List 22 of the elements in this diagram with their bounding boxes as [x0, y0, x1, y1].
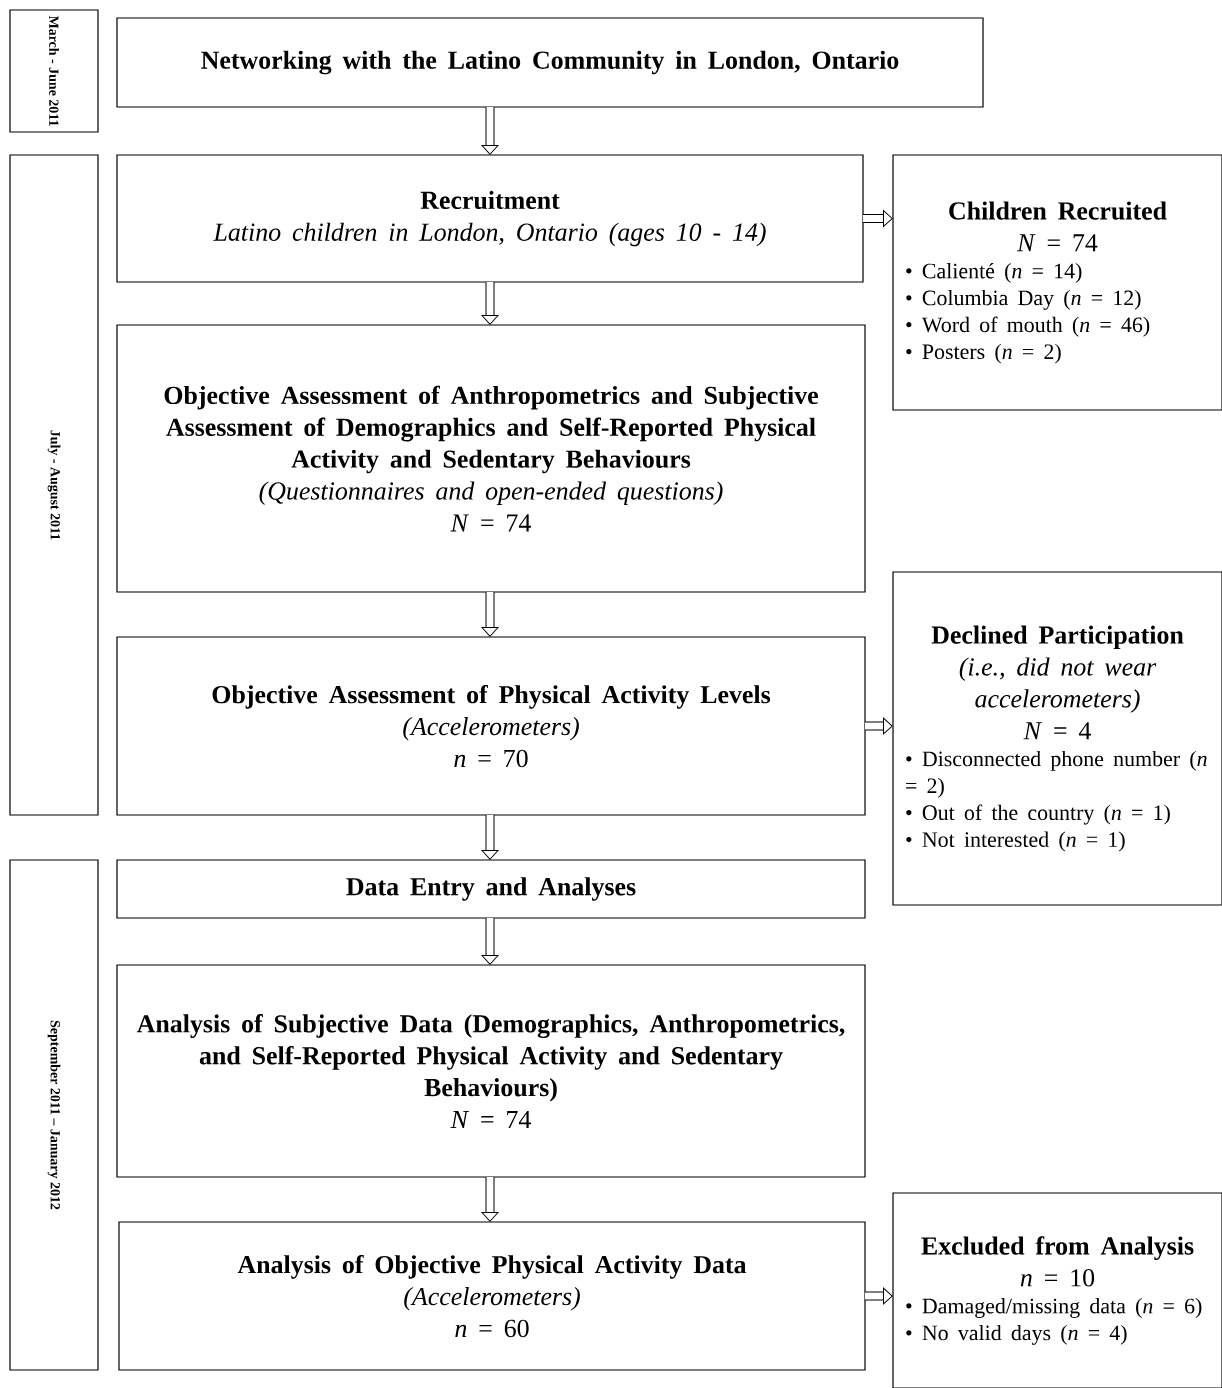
process-box: Data Entry and Analyses [116, 859, 866, 919]
block-arrow [481, 1177, 499, 1222]
outcome-box: Declined Participation (i.e., did not wear accelerometers) N = 4 • Disconnected phone number (n = 2) • Out of the country (n = 1) • Not interested (n = 1) [892, 571, 1222, 906]
period-box: March - June 2011 [9, 9, 99, 133]
block-arrow [481, 107, 499, 155]
process-box: Networking with the Latino Community in London, Ontario [116, 17, 984, 108]
process-box: Analysis of Subjective Data (Demographics, Anthropometrics, and Self-Reported Physical Activity and Sedentary Behaviours) N = 74 [116, 964, 866, 1178]
block-arrow [481, 918, 499, 965]
block-arrow [481, 815, 499, 860]
block-arrow [865, 1287, 893, 1305]
block-arrow [865, 717, 893, 735]
period-box: July - August 2011 [9, 154, 99, 816]
process-box: Analysis of Objective Physical Activity Data (Accelerometers) n = 60 [118, 1221, 866, 1371]
outcome-box: Excluded from Analysis n = 10 • Damaged/missing data (n = 6) • No valid days (n = 4) [892, 1192, 1222, 1388]
process-box: Objective Assessment of Anthropometrics and Subjective Assessment of Demographics and Self-Reported Physical Activity and Sedentary Behaviours (Questionnaires and open-ended questions) N = 74 [116, 324, 866, 593]
process-box: Objective Assessment of Physical Activity Levels (Accelerometers) n = 70 [116, 636, 866, 816]
period-box: September 2011 – January 2012 [9, 859, 99, 1371]
outcome-box: Children Recruited N = 74 • Calienté (n = 14) • Columbia Day (n = 12) • Word of mouth (n = 46) • Posters (n = 2) [892, 154, 1222, 411]
block-arrow [863, 210, 893, 227]
block-arrow [481, 282, 499, 325]
block-arrow [481, 592, 499, 637]
process-box: Recruitment Latino children in London, Ontario (ages 10 - 14) [116, 154, 864, 283]
